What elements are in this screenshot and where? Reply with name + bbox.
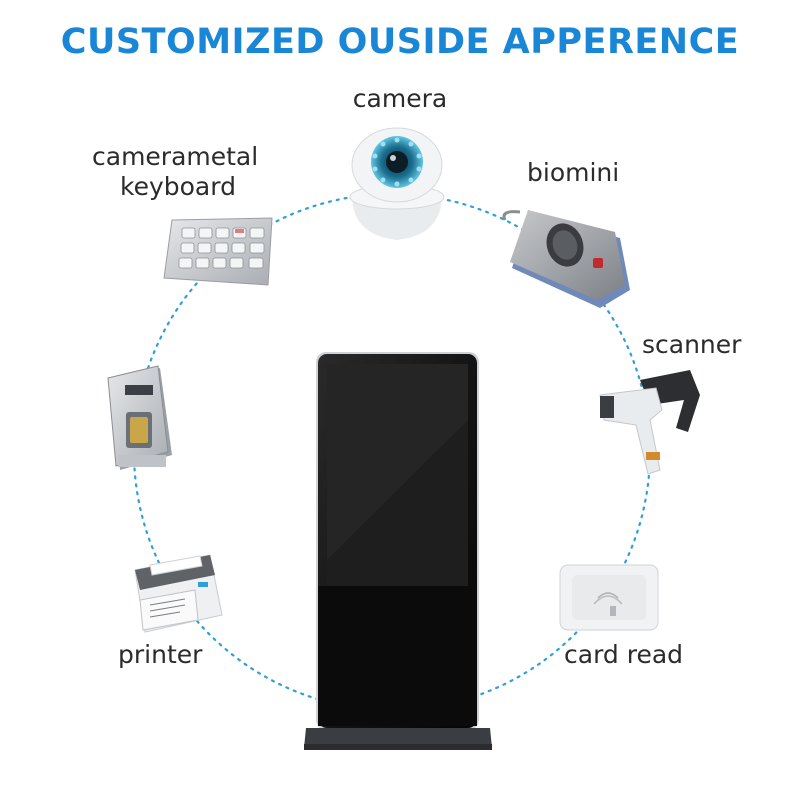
barcode-scanner-icon — [599, 370, 700, 475]
camera-icon — [349, 127, 445, 240]
printer-label: printer — [118, 640, 203, 669]
scanner-label: scanner — [642, 330, 742, 359]
card-reader-icon — [559, 564, 659, 631]
fingerprint-reader-icon — [502, 210, 630, 308]
camera-label: camera — [352, 84, 448, 113]
id-scanner-icon — [107, 365, 172, 470]
card-reader-label: card read — [564, 640, 684, 669]
keyboard-icon — [163, 217, 273, 286]
page-title: CUSTOMIZED OUSIDE APPERENCE — [60, 22, 740, 62]
printer-icon — [134, 554, 223, 633]
keyboard-label-line1: camerametal — [92, 142, 259, 171]
biomini-label: biomini — [527, 158, 620, 187]
keyboard-label-line2: keyboard — [120, 172, 236, 201]
kiosk-icon — [304, 352, 492, 750]
